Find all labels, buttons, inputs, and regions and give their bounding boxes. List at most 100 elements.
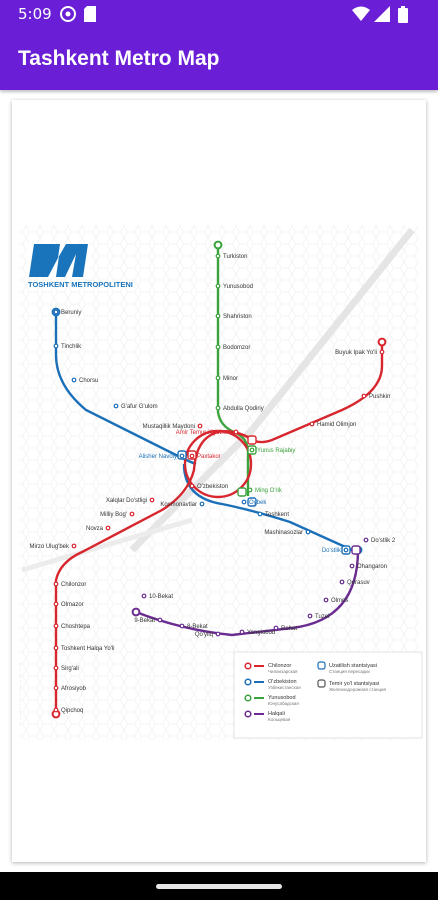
station-label-beruniy[interactable]: Beruniy bbox=[61, 310, 81, 316]
station-label-chilonzor[interactable]: Chilonzor bbox=[61, 582, 86, 588]
station-marker[interactable] bbox=[215, 253, 221, 259]
station-marker[interactable] bbox=[53, 343, 59, 349]
station-label-ming-orik[interactable]: Ming O'rik bbox=[255, 488, 283, 494]
station-label-mashinasozlar[interactable]: Mashinasozlar bbox=[264, 530, 303, 536]
station-label-novza[interactable]: Novza bbox=[86, 526, 104, 532]
station-label-qorasuv[interactable]: Qorasuv bbox=[347, 580, 370, 586]
station-label-ozbekiston[interactable]: O'zbekiston bbox=[197, 484, 228, 490]
station-marker[interactable] bbox=[215, 283, 221, 289]
station-label-yunusobod[interactable]: Yunusobod bbox=[223, 284, 253, 290]
station-label-amir-temur-xiyoboni[interactable]: Amir Temur Xiyoboni bbox=[176, 430, 231, 436]
station-label-dostlik[interactable]: Do'stlik bbox=[322, 548, 342, 554]
station-label-kosmonavtlar[interactable]: Kosmonavtlar bbox=[160, 502, 197, 508]
station-label-xalqlar-dostligi[interactable]: Xalqlar Do'stligi bbox=[106, 498, 147, 504]
station-marker[interactable] bbox=[247, 487, 253, 493]
station-marker[interactable] bbox=[349, 563, 355, 569]
station-label-oybek[interactable]: Oybek bbox=[249, 500, 267, 506]
station-label-yangiobod[interactable]: Yangiobod bbox=[247, 630, 275, 636]
station-marker[interactable] bbox=[105, 525, 111, 531]
station-label-9-bekat[interactable]: 9-Bekat bbox=[134, 618, 155, 624]
station-marker[interactable] bbox=[71, 377, 77, 383]
station-marker[interactable] bbox=[53, 665, 59, 671]
station-label-choshtepa[interactable]: Choshtepa bbox=[61, 624, 91, 630]
station-label-rohat[interactable]: Rohat bbox=[281, 626, 297, 632]
station-marker[interactable] bbox=[53, 623, 59, 629]
stations-layer: TurkistonYunusobodShahristonBodomzorMino… bbox=[30, 253, 396, 714]
station-label-mirzo-ulugbek[interactable]: Mirzo Ulug'bek bbox=[30, 544, 70, 550]
station-marker[interactable] bbox=[323, 597, 329, 603]
station-label-afrosiyob[interactable]: Afrosiyob bbox=[61, 686, 87, 692]
station-label-dostlik-2[interactable]: Do'stlik 2 bbox=[371, 538, 396, 544]
station-label-turkiston[interactable]: Turkiston bbox=[223, 254, 247, 260]
station-marker[interactable] bbox=[197, 423, 203, 429]
station-marker[interactable] bbox=[179, 623, 185, 629]
station-marker[interactable] bbox=[215, 631, 221, 637]
station-marker[interactable] bbox=[273, 625, 279, 631]
station-label-10-bekat[interactable]: 10-Bekat bbox=[149, 594, 173, 600]
station-marker[interactable] bbox=[241, 499, 247, 505]
station-label-sergeli[interactable]: Sirg'ali bbox=[61, 666, 79, 672]
station-marker[interactable] bbox=[53, 601, 59, 607]
station-label-chorsu[interactable]: Chorsu bbox=[79, 378, 98, 384]
station-marker[interactable] bbox=[215, 344, 221, 350]
station-marker[interactable] bbox=[129, 511, 135, 517]
station-marker[interactable] bbox=[157, 617, 163, 623]
station-marker[interactable] bbox=[363, 537, 369, 543]
station-label-yunus-rajabiy[interactable]: Yunus Rajabiy bbox=[257, 448, 295, 454]
home-gesture-handle[interactable] bbox=[156, 884, 282, 889]
station-label-paxtakor[interactable]: Paxtakor bbox=[197, 454, 221, 460]
station-marker[interactable] bbox=[239, 629, 245, 635]
station-label-shahriston[interactable]: Shahriston bbox=[223, 314, 252, 320]
station-marker[interactable] bbox=[343, 547, 349, 553]
map-legend: ChilonzorЧиланзарскаяO'zbekistonУзбекист… bbox=[233, 651, 423, 739]
station-marker[interactable] bbox=[257, 511, 263, 517]
station-label-gafur-gulom[interactable]: G'afur G'ulom bbox=[121, 404, 158, 410]
station-marker[interactable] bbox=[189, 483, 195, 489]
station-label-toshkent[interactable]: Toshkent bbox=[265, 512, 289, 518]
station-label-bodomzor[interactable]: Bodomzor bbox=[223, 345, 250, 351]
station-label-mustaqillik-maydoni[interactable]: Mustaqillik Maydoni bbox=[143, 424, 195, 430]
station-marker[interactable] bbox=[215, 405, 221, 411]
station-marker[interactable] bbox=[305, 529, 311, 535]
station-marker[interactable] bbox=[179, 453, 185, 459]
station-marker[interactable] bbox=[141, 593, 147, 599]
station-label-pushkin[interactable]: Pushkin bbox=[369, 394, 390, 400]
station-marker[interactable] bbox=[249, 447, 255, 453]
station-marker[interactable] bbox=[53, 685, 59, 691]
station-label-alisher-navoiy[interactable]: Alisher Navoiy bbox=[139, 454, 177, 460]
station-label-tinchlik[interactable]: Tinchlik bbox=[61, 344, 82, 350]
station-label-qipchoq[interactable]: Qipchoq bbox=[61, 708, 83, 714]
station-marker[interactable] bbox=[215, 375, 221, 381]
station-marker[interactable] bbox=[379, 349, 385, 355]
station-marker[interactable] bbox=[233, 429, 239, 435]
station-label-toshkent-halqa-yoli[interactable]: Toshkent Halqa Yo'li bbox=[61, 646, 115, 652]
station-marker[interactable] bbox=[307, 613, 313, 619]
station-label-hamid-olimjon[interactable]: Hamid Olimjon bbox=[317, 422, 356, 428]
station-label-quruvchilar[interactable]: Qo'yliq bbox=[195, 632, 213, 638]
station-label-minor[interactable]: Minor bbox=[223, 376, 238, 382]
station-marker[interactable] bbox=[53, 309, 59, 315]
battery-icon bbox=[398, 6, 408, 28]
station-marker[interactable] bbox=[53, 707, 59, 713]
station-marker[interactable] bbox=[199, 501, 205, 507]
station-marker[interactable] bbox=[71, 543, 77, 549]
station-label-olmos[interactable]: Olmos bbox=[331, 598, 348, 604]
station-marker[interactable] bbox=[149, 497, 155, 503]
station-label-milliy-bog[interactable]: Milliy Bog' bbox=[100, 512, 127, 518]
station-label-olmazor[interactable]: Olmazor bbox=[61, 602, 84, 608]
station-marker[interactable] bbox=[53, 581, 59, 587]
station-marker[interactable] bbox=[113, 403, 119, 409]
metro-map[interactable]: TOSHKENT METROPOLITENI TurkistonYunusobo… bbox=[12, 100, 426, 862]
station-label-tuzel[interactable]: Tuzel bbox=[315, 614, 329, 620]
station-label-8-bekat[interactable]: 8-Bekat bbox=[187, 624, 208, 630]
station-marker[interactable] bbox=[215, 313, 221, 319]
station-label-ohangaron[interactable]: Ohangaron bbox=[357, 564, 387, 570]
station-marker[interactable] bbox=[361, 393, 367, 399]
station-marker[interactable] bbox=[309, 421, 315, 427]
station-marker[interactable] bbox=[339, 579, 345, 585]
station-label-buyuk-ipak-yoli[interactable]: Buyuk Ipak Yo'li bbox=[335, 350, 377, 356]
station-marker[interactable] bbox=[53, 645, 59, 651]
station-label-abdulla-qodiriy[interactable]: Abdulla Qodiriy bbox=[223, 406, 264, 412]
station-marker[interactable] bbox=[189, 453, 195, 459]
